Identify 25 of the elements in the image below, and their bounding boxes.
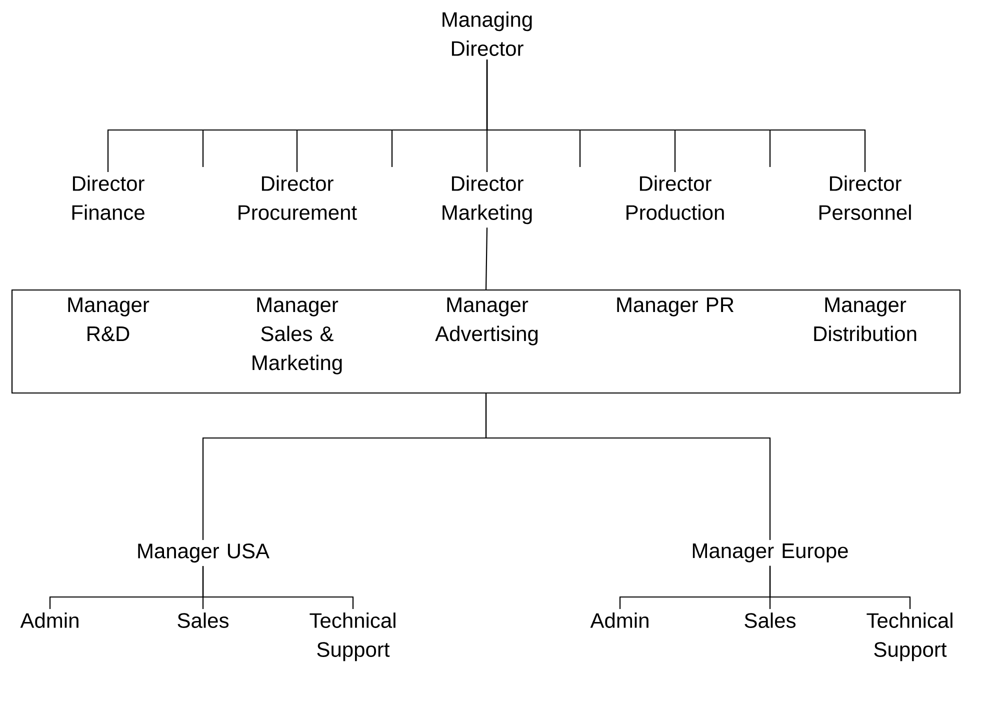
position-label: Manager USA — [138, 544, 270, 563]
group-box — [11, 289, 961, 394]
position-label: Manager Europe — [692, 544, 848, 562]
position-label: Technical Support — [310, 612, 396, 662]
position-label: Sales — [744, 612, 796, 628]
connector-line — [485, 394, 771, 540]
position-label: Director Finance — [72, 176, 144, 220]
connector-line — [486, 60, 866, 172]
position-label: Manager PR — [617, 298, 734, 316]
position-label: Director Production — [626, 176, 724, 220]
position-label: Director Marketing — [442, 176, 532, 224]
position-label: Director Personnel — [819, 176, 911, 220]
position-label: Manager Distribution — [814, 298, 916, 342]
position-label: Sales — [178, 612, 228, 628]
position-label: Admin — [20, 612, 78, 628]
position-label: Manager R&D — [68, 298, 150, 342]
connector-line — [769, 566, 911, 609]
connector-line — [485, 228, 488, 290]
position-label: Admin — [590, 612, 648, 628]
position-label: Manager Advertising — [435, 298, 538, 346]
connector-line — [202, 566, 354, 609]
position-label: Manager Sales & Marketing — [252, 298, 342, 374]
position-label: Director Procurement — [238, 176, 357, 220]
position-label: Managing Director — [442, 12, 532, 56]
position-label: Technical Support — [866, 612, 952, 662]
